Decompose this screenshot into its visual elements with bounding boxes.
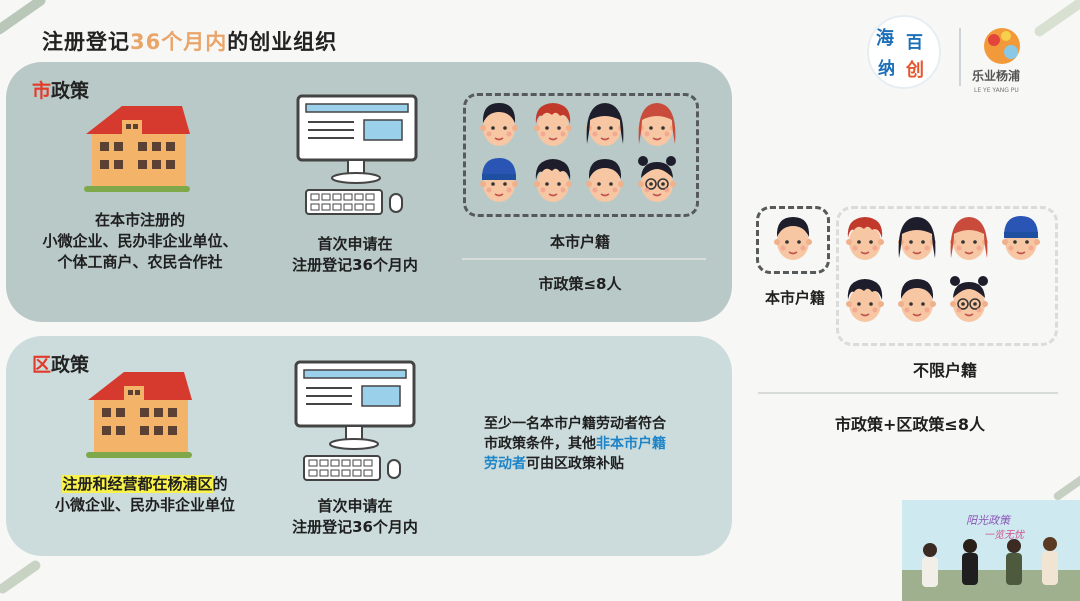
note-highlight: 劳动者 [484,456,526,472]
district-note-line1: 至少一名本市户籍劳动者符合 [484,416,666,432]
title-part1: 注册登记 [42,30,130,54]
person-face-icon [770,212,816,264]
person-face-icon [894,274,940,326]
person-face-icon [634,154,680,206]
building-icon [84,106,190,192]
building-icon [86,372,192,458]
district-policy-label: 区政策 [32,350,89,377]
note-text: 可由区政策补贴 [526,456,624,472]
divider [758,392,1058,394]
person-face-icon [946,212,992,264]
city-faces-caption: 本市户籍 [549,233,610,251]
decorative-stripe [0,0,48,37]
district-pc-caption-line: 首次申请在 [317,497,393,515]
person-face-icon [634,98,680,150]
divider [462,258,706,260]
district-note-line2: 市政策条件，其他非本市户籍 [484,434,704,454]
person-face-icon [582,154,628,206]
city-pc-caption: 首次申请在 注册登记36个月内 [270,234,440,276]
district-note-line3: 劳动者可由区政策补贴 [484,454,704,474]
city-policy-label: 市政策 [32,76,89,103]
city-pc-caption-line: 注册登记36个月内 [292,256,418,274]
svg-text:创: 创 [905,59,924,81]
district-house-caption-line2: 小微企业、民办非企业单位 [54,496,235,514]
person-face-icon [530,98,576,150]
brand2-text: 乐业杨浦 [972,68,1020,83]
city-label-red: 市 [32,80,52,102]
video-banner-1: 阳光政策 [966,514,1012,527]
person-face-icon [476,98,522,150]
decorative-stripe [0,558,43,596]
note-highlight: 非本市户籍 [596,436,666,452]
logo-area: 海 百 纳 创 乐业杨浦 LE YE YANG PU [866,14,1046,100]
svg-text:海: 海 [876,27,894,49]
district-house-highlight: 注册和经营都在杨浦区 [62,475,213,493]
city-house-caption-line: 个体工商户、农民合作社 [57,253,223,271]
person-face-icon [998,212,1044,264]
local-face-box [756,206,830,274]
computer-icon [296,94,418,215]
video-inset: 阳光政策 一览无忧 [902,500,1080,601]
local-label: 本市户籍 [764,289,825,307]
computer-icon [294,360,416,481]
city-house-caption: 在本市注册的 小微企业、民办非企业单位、 个体工商户、农民合作社 [30,210,250,273]
city-pc-caption-line: 首次申请在 [317,235,393,253]
city-house-caption-line: 小微企业、民办非企业单位、 [42,232,238,250]
person-face-icon [842,212,888,264]
person-face-icon [894,212,940,264]
district-label-red: 区 [32,354,52,376]
svg-text:百: 百 [906,33,923,53]
brand2-sub: LE YE YANG PU [974,87,1019,94]
combined-limit: 市政策+区政策≤8人 [835,415,985,434]
district-house-tail: 的 [212,475,228,493]
note-text: 市政策条件，其他 [484,436,596,452]
district-pc-caption-line: 注册登记36个月内 [292,518,418,536]
video-banner-2: 一览无忧 [984,529,1026,541]
city-label-rest: 政策 [51,80,90,102]
title-part2: 的创业组织 [227,30,338,54]
district-note: 至少一名本市户籍劳动者符合 市政策条件，其他非本市户籍 劳动者可由区政策补贴 [484,414,704,474]
person-face-icon [946,274,992,326]
district-label-rest: 政策 [51,354,90,376]
person-face-icon [476,154,522,206]
title-highlight: 36个月内 [130,30,228,54]
unlimited-label: 不限户籍 [912,361,977,380]
city-house-caption-line: 在本市注册的 [94,211,185,229]
page-title: 注册登记36个月内的创业组织 [42,26,337,56]
video-frame: 阳光政策 一览无忧 [902,500,1080,601]
district-house-caption: 注册和经营都在杨浦区的 小微企业、民办非企业单位 [30,474,260,516]
faces-dashed-box [463,93,699,217]
district-house-caption-line1: 注册和经营都在杨浦区的 [30,474,260,495]
svg-text:纳: 纳 [878,58,895,79]
brand-logos: 海 百 纳 创 乐业杨浦 LE YE YANG PU [867,15,1020,94]
person-face-icon [582,98,628,150]
person-face-icon [842,274,888,326]
person-face-icon [530,154,576,206]
district-pc-caption: 首次申请在 注册登记36个月内 [270,496,440,538]
unlimited-face-box [836,206,1058,346]
decorative-stripe [1052,466,1080,502]
city-limit: 市政策≤8人 [538,275,622,293]
